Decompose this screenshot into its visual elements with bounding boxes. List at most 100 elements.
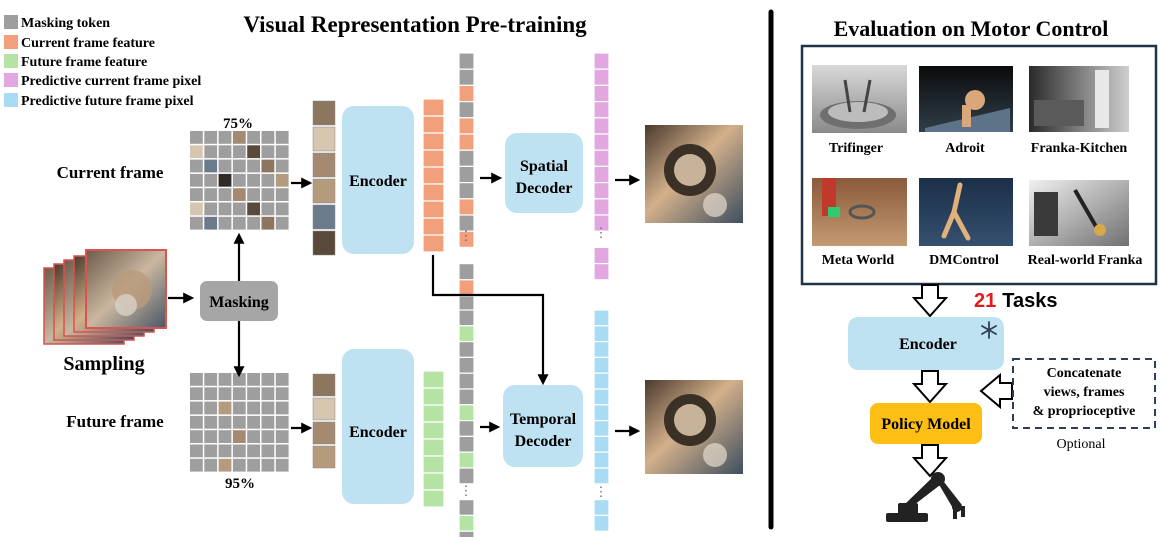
future-token <box>458 514 475 532</box>
mask-patch <box>204 430 218 443</box>
pred-current-pixel <box>593 149 610 167</box>
future-feature-cell <box>422 455 445 474</box>
concat-inputs-box <box>1012 358 1156 429</box>
mask-patch <box>261 401 275 415</box>
mask-patch <box>261 430 275 443</box>
pred-current-pixel <box>593 246 610 265</box>
mask-patch <box>204 387 218 401</box>
current-token-sequence <box>458 52 475 313</box>
pred-future-pixel <box>593 451 610 469</box>
current-feature-cell <box>422 183 445 202</box>
legend-swatch-masking-token <box>4 15 18 29</box>
visible-patch <box>261 159 275 173</box>
task-trifinger-image <box>812 65 907 133</box>
current-token <box>458 100 475 119</box>
mask-patch <box>261 387 275 401</box>
legend-swatch-pred-current <box>4 73 18 87</box>
current-feature-cell <box>422 166 445 185</box>
pred-current-pixel <box>593 165 610 184</box>
pred-current-pixel <box>593 182 610 200</box>
predictive-current-pixel-column <box>593 52 610 281</box>
future-token <box>458 420 475 438</box>
mask-patch <box>232 415 246 429</box>
sampling-label: Sampling <box>63 353 144 375</box>
visible-patch <box>232 430 246 443</box>
visible-patch-thumb <box>312 100 336 126</box>
hollow-arrow-policy-to-robot <box>911 444 949 478</box>
future-feature-cell <box>422 472 445 491</box>
mask-patch <box>232 387 246 401</box>
mask-patch <box>261 173 275 187</box>
future-frame-label: Future frame <box>66 412 164 431</box>
future-feature-cell <box>422 370 445 389</box>
current-frame-label: Current frame <box>57 163 164 182</box>
mask-patch <box>275 216 289 230</box>
mask-patch <box>275 415 289 429</box>
masking-label: Masking <box>209 294 269 311</box>
current-token <box>458 230 475 248</box>
future-feature-cell <box>422 404 445 423</box>
legend-label-pred-future: Predictive future frame pixel <box>21 94 194 109</box>
tasks-count: 21 <box>974 290 996 312</box>
mask-patch <box>232 202 246 216</box>
visible-patch-thumb <box>312 445 336 469</box>
future-token <box>458 404 475 422</box>
visible-patch-thumb <box>312 152 336 178</box>
visible-patch <box>275 173 289 187</box>
mask-patch <box>190 131 203 144</box>
mask-patch <box>275 145 289 159</box>
hollow-arrow-encoder-to-policy <box>911 370 949 404</box>
pred-current-pixel <box>593 198 610 216</box>
legend: Masking token Current frame feature Futu… <box>4 15 201 109</box>
mask-patch <box>275 444 289 458</box>
visible-patch <box>232 131 246 144</box>
policy-model-box <box>870 403 982 444</box>
mask-patch <box>218 430 232 443</box>
future-frame-feature-column <box>422 370 445 508</box>
spatial-decoder-label-line2: Decoder <box>516 180 573 197</box>
task-label-adroit: Adroit <box>945 141 985 156</box>
mask-patch <box>190 373 203 386</box>
mask-patch <box>232 145 246 159</box>
current-encoder-box <box>342 106 414 254</box>
visible-patch-thumb <box>312 421 336 445</box>
legend-label-current-feature: Current frame feature <box>21 36 155 51</box>
legend-swatch-future-feature <box>4 54 18 68</box>
task-label-trifinger: Trifinger <box>829 141 883 156</box>
legend-label-pred-current: Predictive current frame pixel <box>21 74 201 89</box>
mask-patch <box>275 387 289 401</box>
mask-patch <box>190 401 203 415</box>
mask-patch <box>190 444 203 458</box>
visible-patch <box>247 202 260 216</box>
current-token <box>458 68 475 86</box>
mask-patch <box>275 401 289 415</box>
visible-patch <box>218 458 232 472</box>
temporal-decoder-label-line2: Decoder <box>515 433 572 450</box>
visible-patch-thumb <box>312 178 336 204</box>
visible-patch <box>218 173 232 187</box>
mask-patch <box>261 202 275 216</box>
pred-current-pixel <box>593 84 610 103</box>
evaluation-title: Evaluation on Motor Control <box>834 16 1109 41</box>
mask-patch <box>190 159 203 173</box>
pipeline-arrows <box>168 172 641 437</box>
mask-patch <box>232 216 246 230</box>
mask-patch <box>190 430 203 443</box>
future-mask-ratio: 95% <box>225 476 255 492</box>
mask-patch <box>204 444 218 458</box>
mask-patch <box>261 458 275 472</box>
mask-patch <box>275 188 289 201</box>
future-token <box>458 435 475 453</box>
mask-patch <box>204 415 218 429</box>
current-feature-cell <box>422 217 445 236</box>
robot-arm-icon <box>886 472 965 522</box>
reconstructed-current-frame <box>645 125 743 223</box>
mask-patch <box>261 415 275 429</box>
pred-future-pixel <box>593 404 610 422</box>
pred-future-pixel <box>593 325 610 343</box>
mask-patch <box>247 401 260 415</box>
concat-line-2: views, frames <box>1044 385 1125 400</box>
legend-swatch-current-feature <box>4 35 18 49</box>
tasks-panel <box>800 44 1158 286</box>
